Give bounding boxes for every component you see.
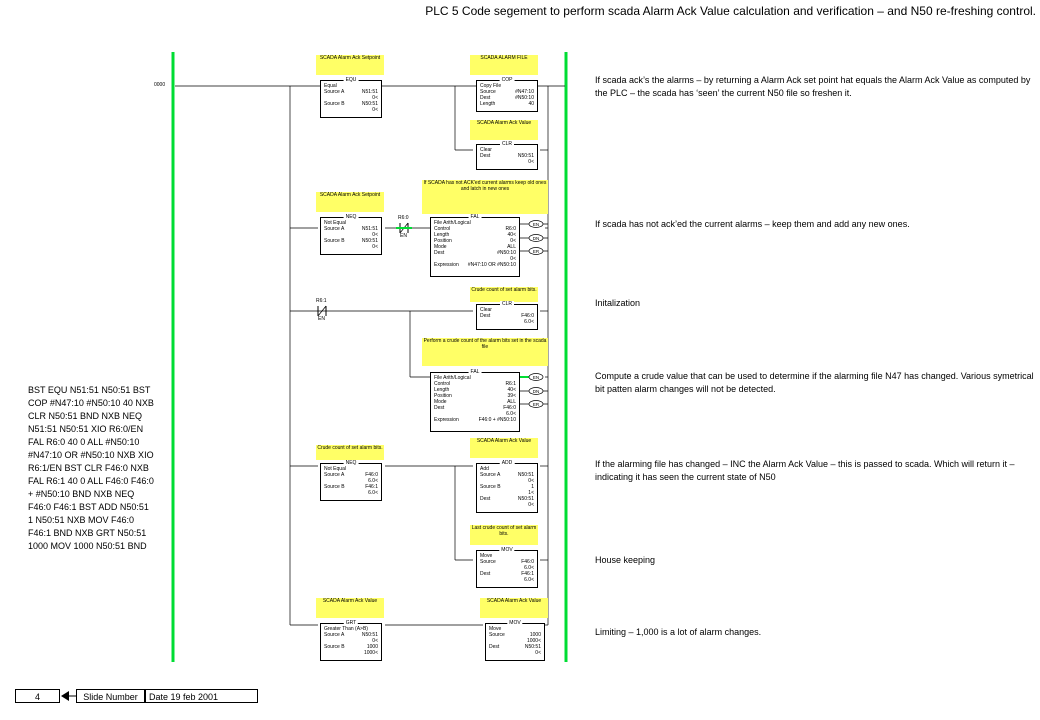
page-title: PLC 5 Code segement to perform scada Ala… — [425, 4, 1036, 18]
tag-fal-description: If SCADA has not ACK'ed current alarms k… — [422, 180, 548, 214]
note-house-keeping: House keeping — [595, 555, 656, 565]
slide-number-label: Slide Number — [76, 689, 145, 703]
cop-instruction: COP Copy File Source#N47:10 Dest#N50:10 … — [476, 77, 538, 112]
fal1-er-coil: ER — [533, 249, 540, 254]
fal1-en-coil: EN — [533, 222, 539, 227]
note-rung-2: If scada has not ack’ed the current alar… — [595, 219, 910, 229]
arrow-left-icon — [61, 691, 76, 701]
contact-r60-address: R6:0 — [398, 215, 409, 221]
tag-alarm-ack-setpoint-2: SCADA Alarm Ack Setpoint — [316, 192, 384, 212]
tag-alarm-ack-setpoint: SCADA Alarm Ack Setpoint — [316, 55, 384, 75]
date-label: Date 19 feb 2001 — [145, 689, 258, 703]
fal2-en-coil: EN — [533, 375, 539, 380]
note-rung-5: Limiting – 1,000 is a lot of alarm chang… — [595, 627, 762, 637]
note-rung-4: If the alarming file has changed – INC t… — [595, 459, 1015, 482]
note-rung-3-detail: Compute a crude value that can be used t… — [595, 371, 1034, 394]
tag-last-crude-count: Last crude count of set alarm bits. — [470, 525, 538, 545]
tag-alarm-ack-value-4: SCADA Alarm Ack Value — [480, 598, 548, 618]
contact-r60-bit: EN — [400, 233, 407, 239]
tag-alarm-ack-value-2: SCADA Alarm Ack Value — [470, 438, 538, 458]
page-number: 4 — [34, 692, 40, 702]
contact-r61-bit: EN — [318, 316, 325, 322]
tag-perform-crude-count: Perform a crude count of the alarm bits … — [422, 338, 548, 366]
fal1-dn-coil: DN — [533, 236, 540, 241]
note-rung-1: If scada ack’s the alarms – by returning… — [595, 75, 1031, 98]
tag-crude-count: Crude count of set alarm bits. — [470, 287, 538, 302]
tag-alarm-file: SCADA ALARM FILE — [470, 55, 538, 75]
mnemonic-code-text: BST EQU N51:51 N50:51 BST COP #N47:10 #N… — [28, 385, 154, 551]
page-number-box: 4 — [15, 689, 60, 703]
fal2-er-coil: ER — [533, 402, 540, 407]
fal2-dn-coil: DN — [533, 389, 540, 394]
tag-alarm-ack-value-3: SCADA Alarm Ack Value — [316, 598, 384, 618]
rung-number: 0000 — [154, 82, 166, 88]
note-rung-3: Initalization — [595, 298, 641, 308]
tag-crude-count-2: Crude count of set alarm bits. — [316, 445, 384, 460]
tag-alarm-ack-value: SCADA Alarm Ack Value — [470, 120, 538, 140]
contact-r61-address: R6:1 — [316, 298, 327, 304]
